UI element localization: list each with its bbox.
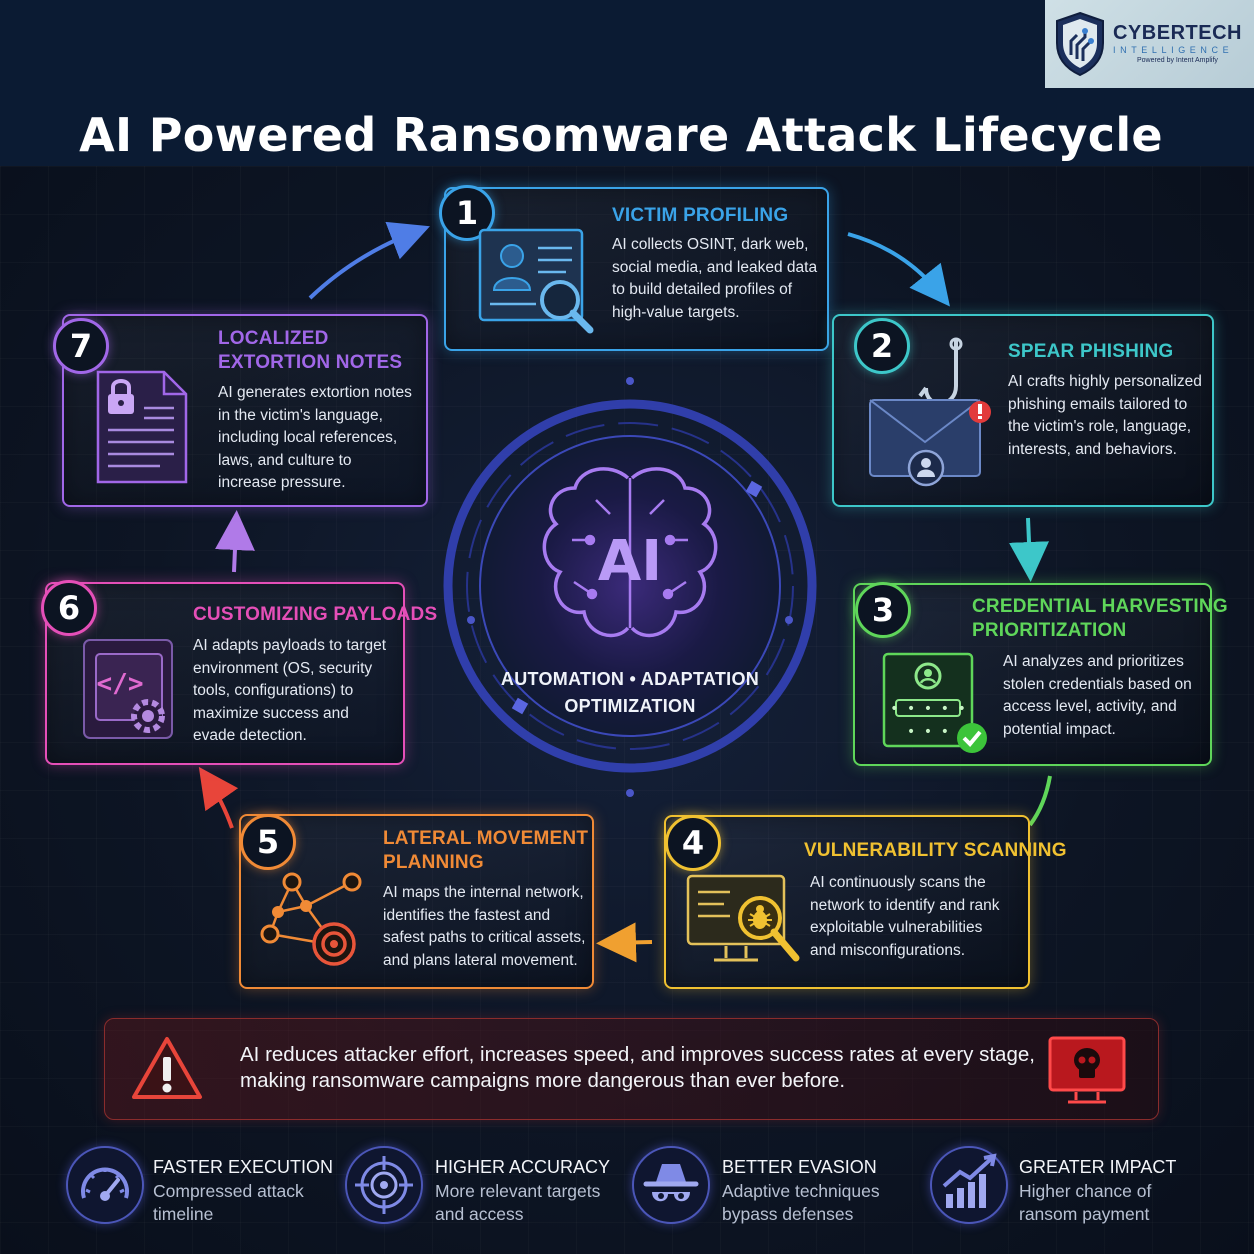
dashed-ring: [466, 422, 794, 750]
warning-text: AI reduces attacker effort, increases sp…: [240, 1043, 1035, 1092]
step-3-badge: 3: [855, 582, 911, 638]
arrow-3-to-4: [1028, 775, 1052, 827]
outer-ring: [443, 399, 817, 773]
monitor-bug-scan-icon: [686, 874, 800, 962]
step-7-title-line-1: LOCALIZED: [218, 328, 329, 349]
stat-1-title: FASTER EXECUTION: [153, 1157, 334, 1177]
step-5-title-line-1: LATERAL MOVEMENT: [383, 828, 589, 849]
step-2-badge: 2: [854, 318, 910, 374]
stat-4-title: GREATER IMPACT: [1019, 1157, 1177, 1177]
svg-text:</>: </>: [97, 669, 144, 699]
svg-text:• • • • •: • • • • •: [890, 701, 966, 717]
code-gear-icon: </>: [83, 639, 173, 739]
page-title: AI Powered Ransomware Attack Lifecycle: [79, 108, 1163, 162]
arrow-5-to-6: [198, 766, 239, 829]
arrow-1-to-2: [847, 232, 950, 307]
step-4-title: VULNERABILITY SCANNING: [804, 840, 1067, 861]
step-2-title: SPEAR PHISHING: [1008, 341, 1174, 362]
arrow-6-to-7: [214, 510, 255, 573]
step-1-body: AI collects OSINT, dark web,social media…: [612, 236, 818, 321]
step-5-title-line-2: PLANNING: [383, 852, 484, 873]
skull-monitor-icon: [1048, 1036, 1126, 1104]
arrow-4-to-5: [596, 922, 653, 963]
warning-triangle-icon: [132, 1037, 202, 1099]
step-7-title-line-2: EXTORTION NOTES: [218, 352, 403, 373]
step-6-badge: 6: [41, 580, 97, 636]
step-5-body: AI maps the internal network,identifies …: [383, 884, 586, 969]
step-5-badge: 5: [240, 814, 296, 870]
growth-chart-icon: [930, 1146, 1008, 1224]
step-3-title-line-1: CREDENTIAL HARVESTING: [972, 596, 1228, 617]
step-5-card: [239, 814, 594, 989]
stat-3-title: BETTER EVASION: [722, 1157, 877, 1177]
logo-powered-by: Powered by Intent Amplify: [1137, 57, 1218, 64]
step-3-title-line-2: PRIORITIZATION: [972, 620, 1127, 641]
step-7-badge: 7: [53, 318, 109, 374]
shield-logo-icon: [1056, 11, 1104, 77]
crosshair-target-icon: [345, 1146, 423, 1224]
brain-icon: [542, 467, 718, 638]
step-4-badge: 4: [665, 815, 721, 871]
spy-hat-icon: [632, 1146, 710, 1224]
warning-banner: [104, 1018, 1159, 1120]
arrow-2-to-3: [1009, 517, 1049, 582]
center-tagline-1: AUTOMATION • ADAPTATION: [500, 669, 760, 689]
logo-subtitle: INTELLIGENCE: [1113, 45, 1234, 55]
phishing-hook-email-icon: [869, 337, 991, 487]
locked-document-icon: [96, 370, 188, 484]
credential-login-icon: • • • • • • • •: [882, 652, 987, 753]
step-6-title: CUSTOMIZING PAYLOADS: [193, 604, 438, 625]
step-1-title: VICTIM PROFILING: [612, 205, 789, 226]
speedometer-icon: [66, 1146, 144, 1224]
center-tagline-2: OPTIMIZATION: [564, 696, 696, 716]
cybertech-logo: CYBERTECH INTELLIGENCE Powered by Intent…: [1045, 0, 1254, 88]
logo-name: CYBERTECH: [1113, 22, 1242, 44]
ai-label: AI: [598, 529, 662, 594]
network-target-icon: [260, 872, 362, 966]
svg-text:• • •: • • •: [907, 724, 949, 740]
stat-2-title: HIGHER ACCURACY: [435, 1157, 611, 1177]
arrow-7-to-1: [308, 221, 430, 300]
profile-search-icon: [478, 228, 594, 334]
